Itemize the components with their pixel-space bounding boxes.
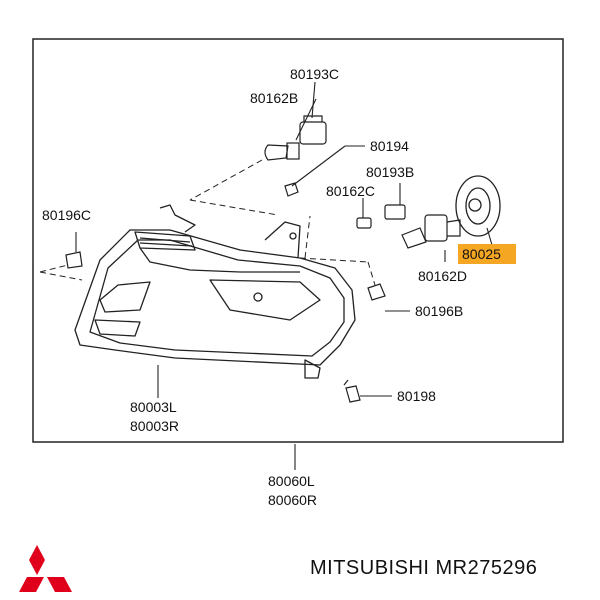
- label-80060l: 80060L: [268, 473, 315, 489]
- label-80196b: 80196B: [415, 303, 463, 319]
- leader-lines: [75, 81, 493, 470]
- label-80162d: 80162D: [418, 268, 467, 284]
- socket-80193b-drawing: [384, 204, 406, 220]
- brand-part-number: MITSUBISHI MR275296: [310, 557, 538, 579]
- bulb-80162c-drawing: [356, 217, 372, 229]
- clip-80196c-drawing: [65, 251, 83, 269]
- socket-80193c-drawing: [299, 115, 327, 145]
- bulb-80162b-drawing: [264, 142, 300, 161]
- cap-80025-drawing: [455, 175, 501, 237]
- headlamp-assembly-drawing: [74, 204, 356, 379]
- label-80162b: 80162B: [250, 90, 298, 106]
- label-80194: 80194: [370, 138, 409, 154]
- label-80162c: 80162C: [326, 183, 375, 199]
- clip-80194-drawing: [284, 182, 299, 197]
- clip-80196b-drawing: [367, 283, 386, 301]
- screw-80198-drawing: [343, 379, 361, 403]
- label-80193b: 80193B: [366, 164, 414, 180]
- label-80196c: 80196C: [42, 207, 91, 223]
- highlight-80025: [458, 244, 516, 264]
- label-80198: 80198: [397, 388, 436, 404]
- label-80025: 80025: [462, 246, 501, 262]
- label-80003r: 80003R: [130, 418, 179, 434]
- label-80060r: 80060R: [268, 492, 317, 508]
- bulb-80162d-drawing: [401, 214, 461, 249]
- mitsubishi-three-diamond-logo-icon: [19, 545, 72, 592]
- label-80003l: 80003L: [130, 399, 177, 415]
- label-80193c: 80193C: [290, 66, 339, 82]
- dashed-guide-lines: [39, 159, 376, 286]
- diagram-frame: [32, 38, 564, 443]
